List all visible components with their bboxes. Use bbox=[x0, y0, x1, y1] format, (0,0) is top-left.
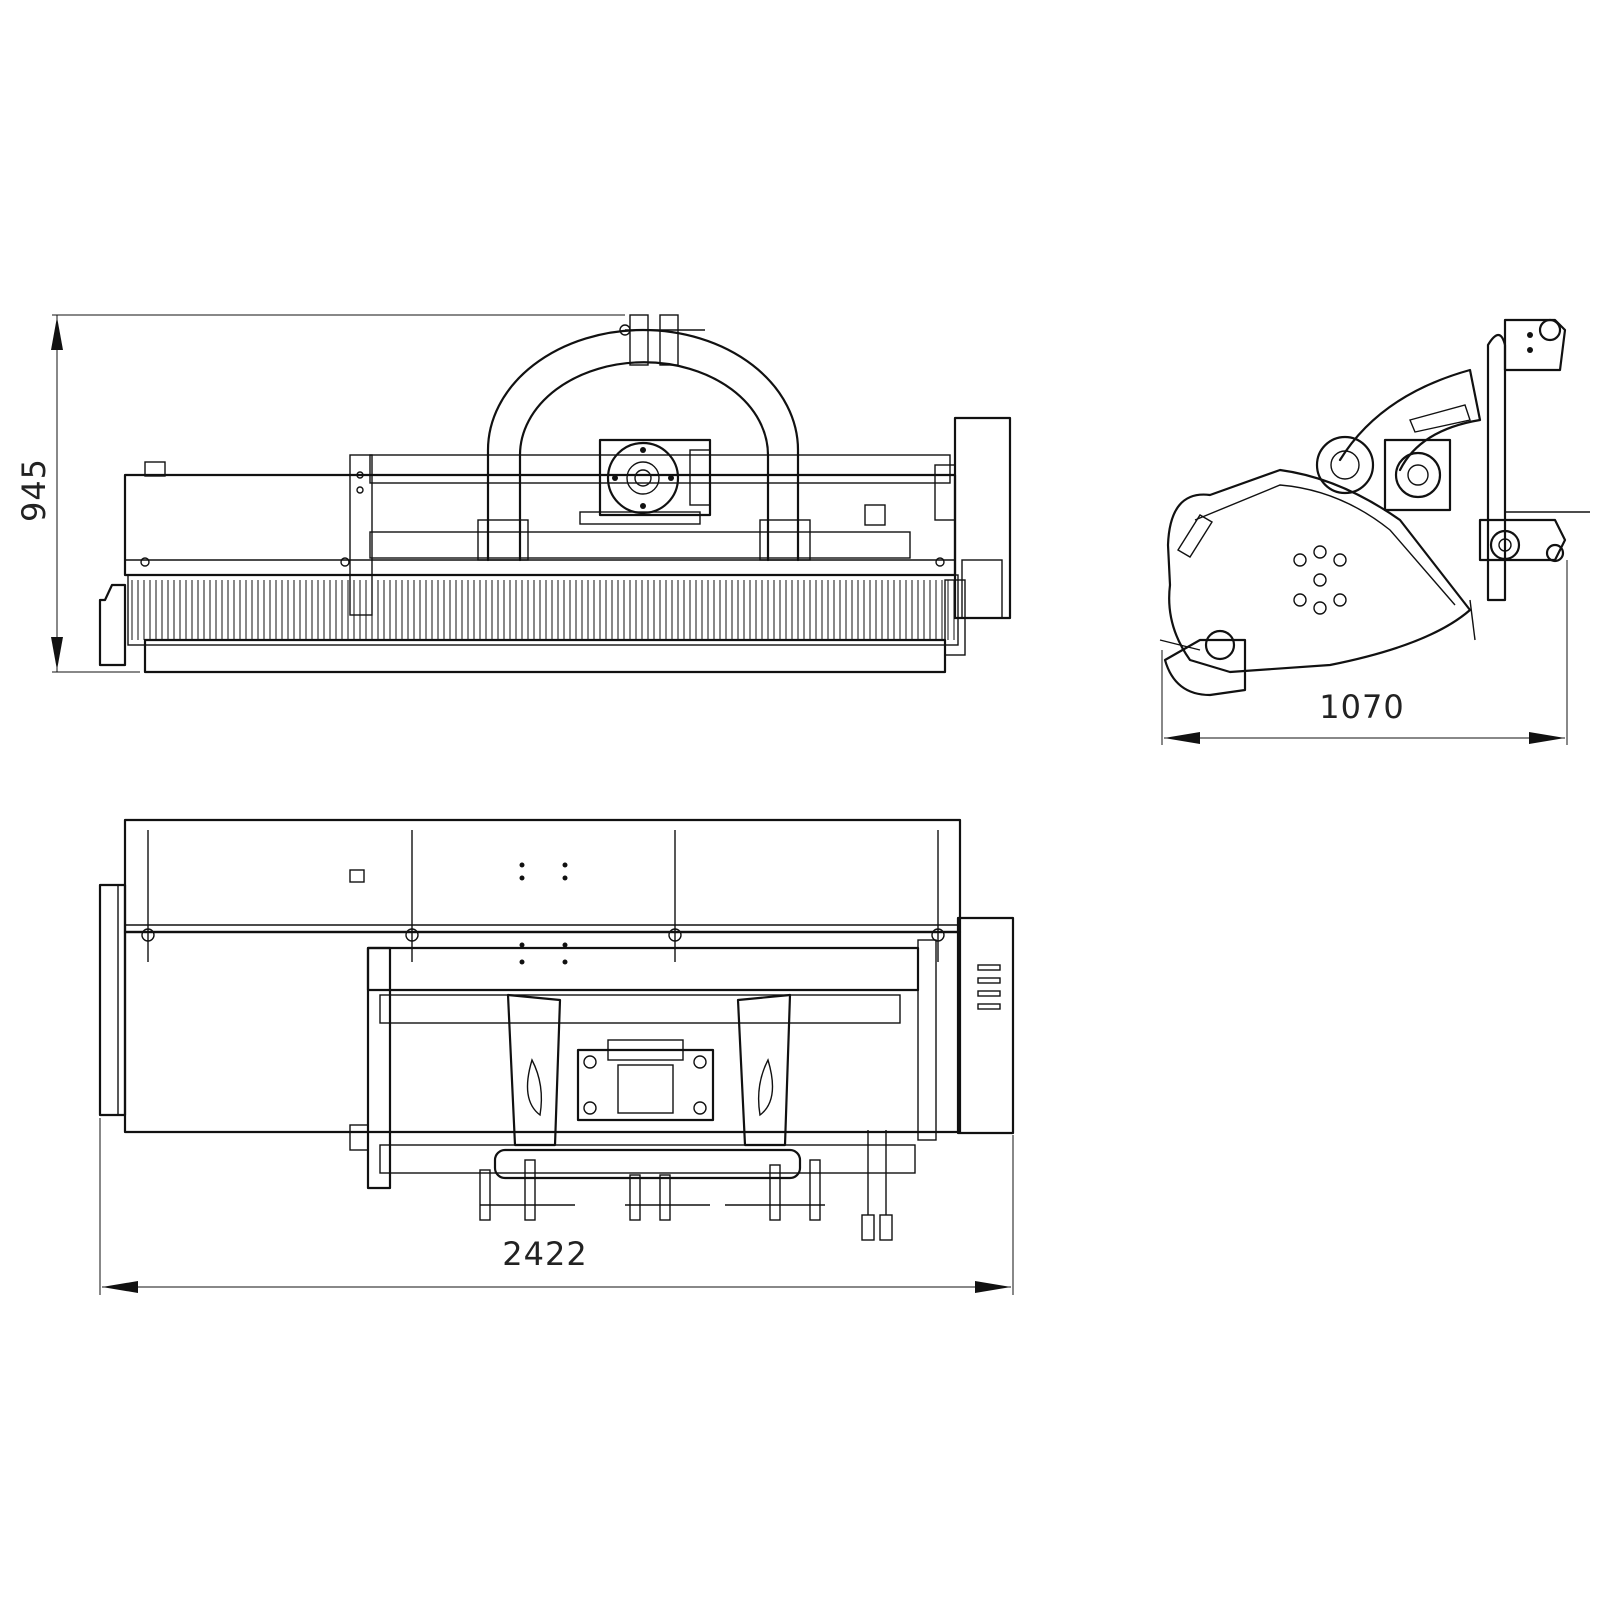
front-view: 945 bbox=[15, 314, 1012, 674]
depth-dimension: 1070 bbox=[1161, 560, 1568, 745]
hitch-pins bbox=[479, 1159, 825, 1221]
rotor-hub bbox=[1293, 545, 1347, 615]
flail-rotor bbox=[127, 574, 959, 646]
width-dimension: 2422 bbox=[99, 1118, 1014, 1295]
gearbox bbox=[598, 438, 712, 517]
vent-slots bbox=[977, 964, 1001, 1010]
height-dimension: 945 bbox=[15, 314, 625, 673]
height-dimension-label: 945 bbox=[15, 458, 53, 522]
top-view: 2422 bbox=[98, 818, 1015, 1295]
depth-dimension-label: 1070 bbox=[1319, 688, 1404, 726]
width-dimension-label: 2422 bbox=[502, 1235, 587, 1273]
side-view: 1070 bbox=[1159, 318, 1590, 745]
